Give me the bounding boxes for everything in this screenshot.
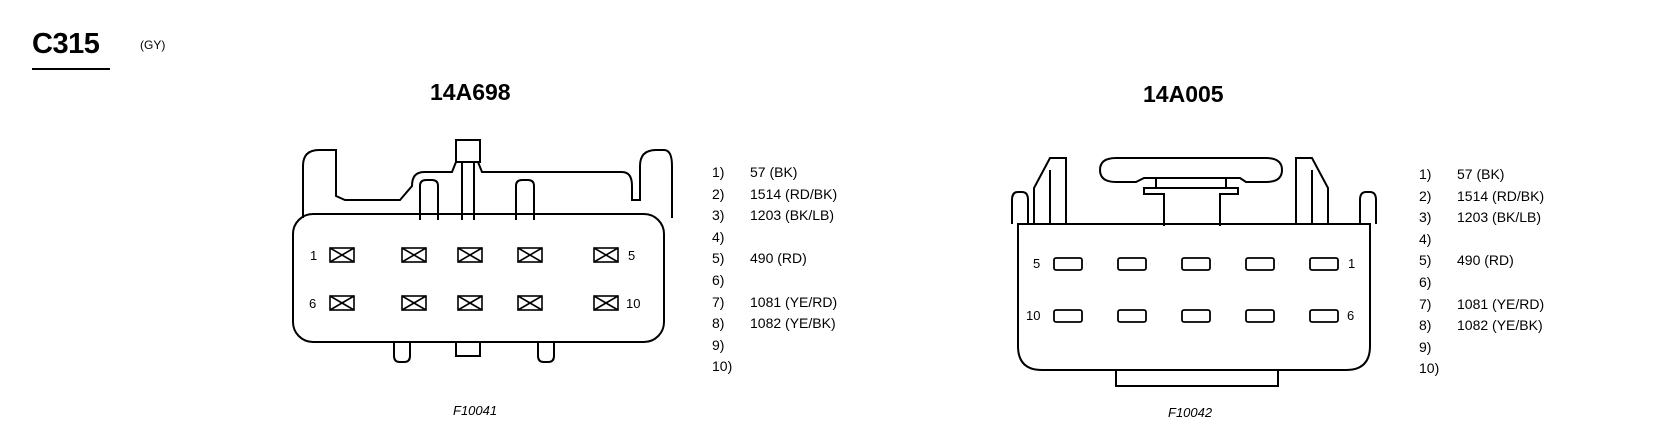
pin-row: 10) bbox=[1419, 358, 1544, 380]
pin-row: 9) bbox=[712, 335, 837, 357]
right-cavity bbox=[1309, 309, 1339, 323]
pin-number: 10) bbox=[1419, 360, 1440, 377]
pin-row: 4) bbox=[712, 227, 837, 249]
left-cavity-label: 1 bbox=[310, 248, 317, 263]
pin-number: 5) bbox=[712, 250, 725, 267]
left-connector-body bbox=[292, 213, 665, 343]
pin-number: 5) bbox=[1419, 252, 1432, 269]
left-cavity bbox=[593, 295, 619, 311]
pin-row: 6) bbox=[712, 270, 837, 292]
pin-circuit: 1514 (RD/BK) bbox=[1457, 187, 1545, 204]
pin-number: 4) bbox=[712, 228, 725, 245]
right-connector-cavities bbox=[1053, 257, 1339, 323]
right-cavity bbox=[1117, 309, 1147, 323]
pin-row: 10) bbox=[712, 356, 837, 378]
pin-number: 7) bbox=[712, 293, 725, 310]
left-cavity bbox=[457, 247, 483, 263]
right-cavity bbox=[1309, 257, 1339, 271]
left-pin-list: 1) 57 (BK) 2) 1514 (RD/BK) 3) 1203 (BK/LB) 4) 5… bbox=[712, 162, 837, 378]
right-connector-part-number: 14A005 bbox=[1143, 81, 1224, 107]
left-figure-code: F10041 bbox=[453, 403, 498, 418]
connector-color-code: (GY) bbox=[140, 38, 166, 52]
pin-row: 2) 1514 (RD/BK) bbox=[712, 184, 837, 206]
pin-number: 10) bbox=[712, 358, 733, 375]
pin-circuit: 57 (BK) bbox=[750, 164, 798, 180]
right-cavity bbox=[1181, 257, 1211, 271]
right-connector-drawing bbox=[1011, 157, 1377, 387]
pin-circuit: 1203 (BK/LB) bbox=[1457, 209, 1542, 226]
pin-circuit: 1082 (YE/BK) bbox=[750, 315, 836, 332]
pin-number: 8) bbox=[712, 315, 725, 332]
pin-number: 6) bbox=[1419, 273, 1432, 290]
pin-row: 3) 1203 (BK/LB) bbox=[712, 205, 837, 227]
pin-row: 7) 1081 (YE/RD) bbox=[1419, 294, 1544, 316]
right-cavity bbox=[1245, 257, 1275, 271]
pin-circuit: 490 (RD) bbox=[750, 250, 807, 267]
left-cavity bbox=[517, 247, 543, 263]
pin-number: 8) bbox=[1419, 317, 1432, 334]
connector-id: C315 bbox=[32, 28, 100, 60]
pin-number: 6) bbox=[712, 271, 725, 288]
right-cavity bbox=[1053, 309, 1083, 323]
left-cavity bbox=[329, 247, 355, 263]
left-connector-part-number: 14A698 bbox=[430, 79, 511, 105]
pin-circuit: 490 (RD) bbox=[1457, 252, 1514, 269]
left-cavity bbox=[329, 295, 355, 311]
right-cavity-label: 5 bbox=[1033, 256, 1040, 271]
right-connector-lock-loop bbox=[1098, 157, 1284, 183]
connector-id-underline bbox=[32, 68, 110, 70]
right-cavity-label: 1 bbox=[1348, 256, 1355, 271]
pin-row: 1) 57 (BK) bbox=[1419, 164, 1544, 186]
right-cavity-label: 6 bbox=[1347, 308, 1354, 323]
pin-number: 4) bbox=[1419, 230, 1432, 247]
right-pin-list: 1) 57 (BK) 2) 1514 (RD/BK) 3) 1203 (BK/LB) 4) 5… bbox=[1419, 164, 1544, 380]
right-cavity bbox=[1117, 257, 1147, 271]
pin-circuit: 1081 (YE/RD) bbox=[1457, 295, 1545, 312]
left-connector-drawing bbox=[292, 139, 673, 363]
pin-number: 3) bbox=[1419, 209, 1432, 226]
pin-row: 9) bbox=[1419, 337, 1544, 359]
pin-number: 2) bbox=[712, 185, 725, 202]
pin-row: 1) 57 (BK) bbox=[712, 162, 837, 184]
right-connector-body bbox=[1017, 223, 1371, 371]
left-cavity bbox=[593, 247, 619, 263]
pin-circuit: 1203 (BK/LB) bbox=[750, 207, 835, 224]
pin-circuit: 57 (BK) bbox=[1457, 166, 1505, 182]
left-connector-cavities bbox=[329, 247, 619, 311]
right-cavity bbox=[1181, 309, 1211, 323]
right-cavity bbox=[1053, 257, 1083, 271]
pin-circuit: 1514 (RD/BK) bbox=[750, 185, 838, 202]
pin-row: 7) 1081 (YE/RD) bbox=[712, 292, 837, 314]
pin-number: 2) bbox=[1419, 187, 1432, 204]
pin-row: 8) 1082 (YE/BK) bbox=[1419, 315, 1544, 337]
pin-number: 3) bbox=[712, 207, 725, 224]
pin-number: 9) bbox=[1419, 338, 1432, 355]
left-cavity-label: 10 bbox=[626, 296, 640, 311]
pin-row: 3) 1203 (BK/LB) bbox=[1419, 207, 1544, 229]
pin-number: 1) bbox=[712, 164, 725, 180]
pin-number: 7) bbox=[1419, 295, 1432, 312]
pin-number: 1) bbox=[1419, 166, 1432, 182]
pin-circuit: 1081 (YE/RD) bbox=[750, 293, 838, 310]
right-cavity-label: 10 bbox=[1026, 308, 1040, 323]
pin-row: 5) 490 (RD) bbox=[1419, 250, 1544, 272]
left-cavity bbox=[457, 295, 483, 311]
left-cavity bbox=[401, 295, 427, 311]
left-cavity bbox=[401, 247, 427, 263]
pin-row: 2) 1514 (RD/BK) bbox=[1419, 186, 1544, 208]
pin-number: 9) bbox=[712, 336, 725, 353]
right-cavity bbox=[1245, 309, 1275, 323]
pin-row: 4) bbox=[1419, 229, 1544, 251]
pin-row: 5) 490 (RD) bbox=[712, 248, 837, 270]
left-cavity bbox=[517, 295, 543, 311]
pin-circuit: 1082 (YE/BK) bbox=[1457, 317, 1543, 334]
left-connector-latch-shell bbox=[302, 149, 673, 218]
left-cavity-label: 6 bbox=[309, 296, 316, 311]
right-figure-code: F10042 bbox=[1168, 405, 1213, 420]
pin-row: 6) bbox=[1419, 272, 1544, 294]
pin-row: 8) 1082 (YE/BK) bbox=[712, 313, 837, 335]
left-cavity-label: 5 bbox=[628, 248, 635, 263]
left-connector-lock-tab bbox=[455, 139, 481, 163]
